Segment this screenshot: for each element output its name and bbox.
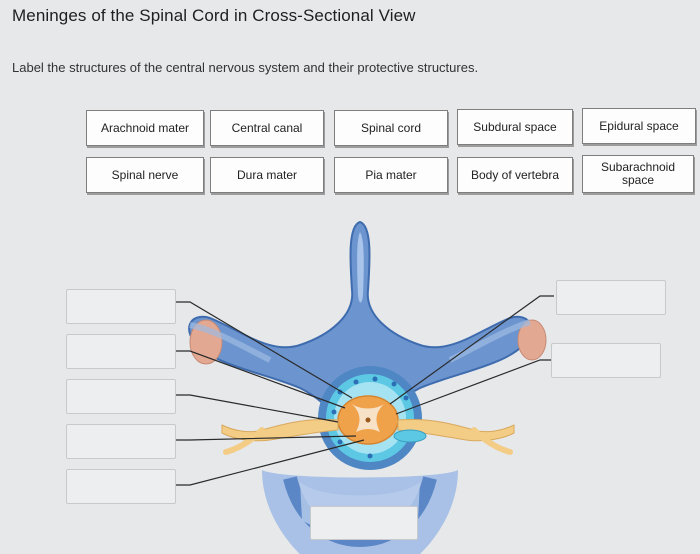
label-pia-mater[interactable]: Pia mater: [334, 157, 448, 193]
label-central-canal[interactable]: Central canal: [210, 110, 324, 146]
label-subdural-space[interactable]: Subdural space: [457, 109, 573, 145]
label-arachnoid-mater[interactable]: Arachnoid mater: [86, 110, 204, 146]
drop-target-right-2[interactable]: [551, 343, 661, 378]
page-title: Meninges of the Spinal Cord in Cross-Sec…: [12, 6, 416, 25]
leader-lines: [176, 295, 554, 486]
drop-target-left-5[interactable]: [66, 469, 176, 504]
label-subarachnoid-space[interactable]: Subarachnoid space: [582, 155, 694, 193]
spinal-nerves-graphic: [221, 419, 515, 455]
label-dura-mater[interactable]: Dura mater: [210, 157, 324, 193]
label-spinal-nerve[interactable]: Spinal nerve: [86, 157, 204, 193]
drop-target-left-1[interactable]: [66, 289, 176, 324]
label-bank: Arachnoid mater Central canal Spinal cor…: [0, 0, 700, 200]
label-spinal-cord[interactable]: Spinal cord: [334, 110, 448, 146]
drop-target-left-3[interactable]: [66, 379, 176, 414]
drop-target-right-1[interactable]: [556, 280, 666, 315]
label-epidural-space[interactable]: Epidural space: [582, 108, 696, 144]
drop-target-left-2[interactable]: [66, 334, 176, 369]
drop-target-left-4[interactable]: [66, 424, 176, 459]
instructions-text: Label the structures of the central nerv…: [12, 60, 479, 75]
drop-target-bottom[interactable]: [310, 506, 418, 540]
label-body-of-vertebra[interactable]: Body of vertebra: [457, 157, 573, 193]
vertebral-arch-graphic: [188, 220, 547, 421]
